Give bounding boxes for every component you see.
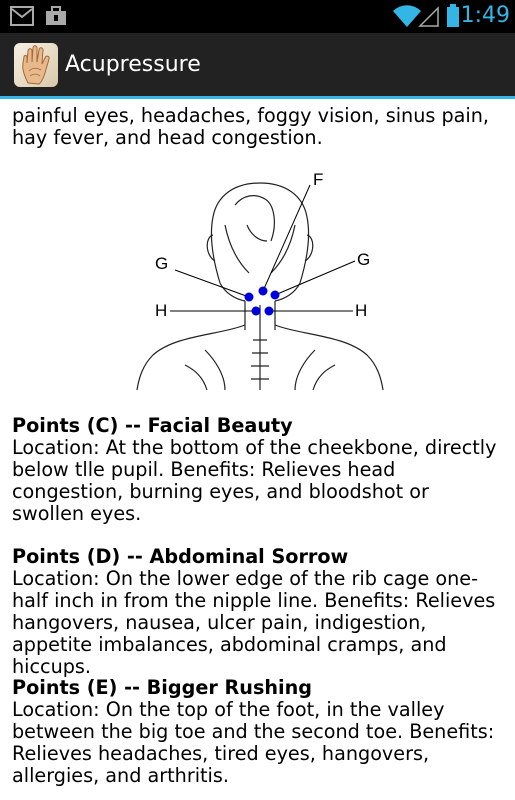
gmail-icon <box>10 6 34 30</box>
label-h-right: H <box>355 301 367 320</box>
battery-icon <box>446 4 460 32</box>
section-d-body: Location: On the lower edge of the rib c… <box>12 567 496 678</box>
palm-hand-icon[interactable] <box>14 43 58 87</box>
signal-icon <box>418 5 440 31</box>
status-time: 1:49 <box>460 3 510 28</box>
section-c-heading: Points (C) -- Facial Beauty <box>12 414 293 437</box>
section-d-heading: Points (D) -- Abdominal Sorrow <box>12 545 349 568</box>
neck-points-diagram: F G G H H <box>125 165 395 395</box>
section-c-body: Location: At the bottom of the cheekbone… <box>12 436 497 525</box>
content-scroll[interactable]: painful eyes, headaches, foggy vision, s… <box>0 99 515 800</box>
action-bar-divider <box>0 96 515 99</box>
wifi-icon <box>393 5 421 31</box>
section-e: Points (E) -- Bigger Rushing Location: O… <box>12 677 507 787</box>
section-d: Points (D) -- Abdominal Sorrow Location:… <box>12 546 507 678</box>
status-bar: 1:49 <box>0 0 515 33</box>
app-title: Acupressure <box>65 52 201 77</box>
label-h-left: H <box>155 301 167 320</box>
label-g-right: G <box>357 250 370 269</box>
section-e-body: Location: On the top of the foot, in the… <box>12 698 495 787</box>
label-g-left: G <box>155 254 168 273</box>
section-e-heading: Points (E) -- Bigger Rushing <box>12 676 313 699</box>
label-f: F <box>313 170 323 189</box>
intro-text: painful eyes, headaches, foggy vision, s… <box>12 104 489 149</box>
action-bar <box>0 33 515 96</box>
briefcase-icon <box>44 6 68 30</box>
section-c: Points (C) -- Facial Beauty Location: At… <box>12 415 507 525</box>
